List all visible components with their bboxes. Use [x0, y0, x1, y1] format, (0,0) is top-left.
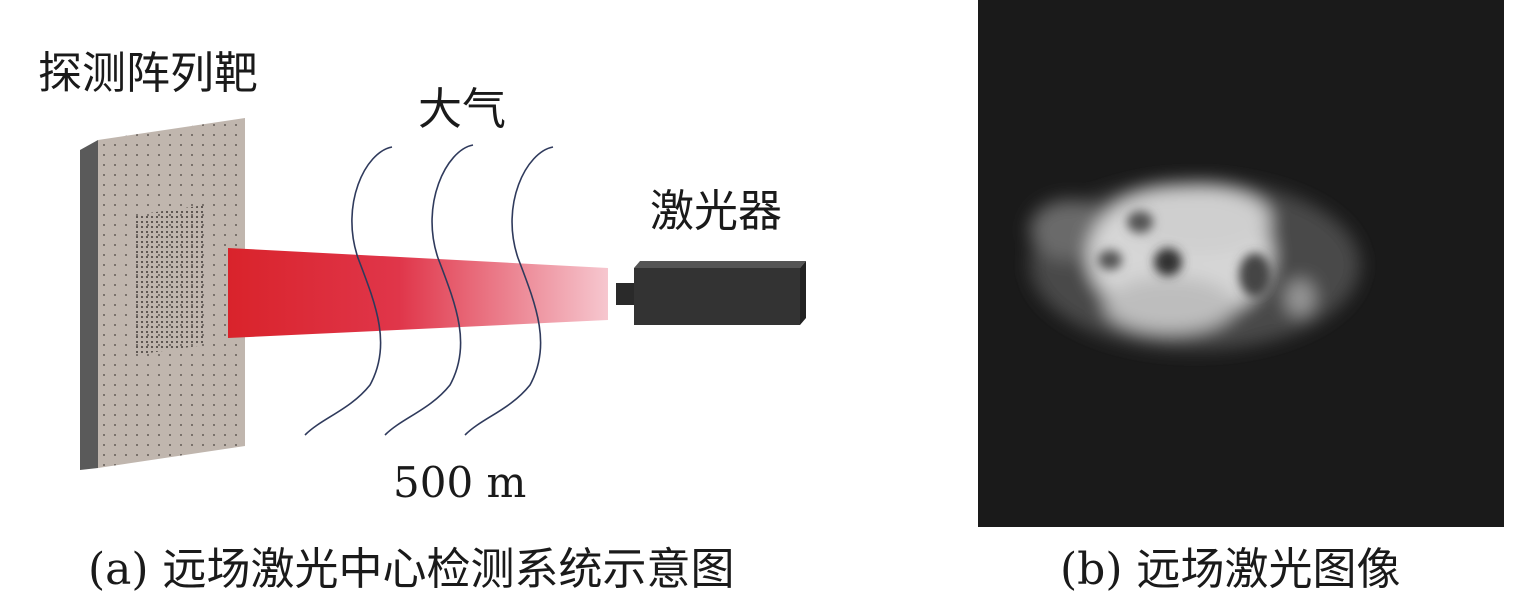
laser-lens — [616, 283, 634, 305]
laser-spot — [1030, 180, 1360, 350]
target-side-face — [80, 140, 98, 470]
laser-beam — [228, 248, 608, 338]
spot-lower-lobe — [1105, 277, 1235, 333]
spot-dark-patches — [1098, 211, 1271, 297]
spot-right-fleck — [1286, 280, 1314, 316]
distance-label: 500 m — [393, 458, 527, 507]
dark-patch-2 — [1154, 248, 1182, 276]
far-field-laser-image — [978, 0, 1504, 527]
atmosphere-label: 大气 — [418, 84, 506, 135]
spot-core-upper — [1130, 186, 1270, 254]
caption-panel-b: (b) 远场激光图像 — [1060, 544, 1401, 595]
laser-body-top — [634, 261, 806, 268]
turbulence-wave-3 — [464, 146, 554, 436]
caption-panel-a: (a) 远场激光中心检测系统示意图 — [88, 544, 735, 595]
turbulence-wave-2 — [384, 144, 474, 436]
target-dense-center — [135, 205, 205, 355]
dark-patch-4 — [1239, 253, 1271, 297]
laser-label: 激光器 — [650, 186, 782, 237]
laser-body-side — [800, 261, 806, 325]
dark-patch-1 — [1127, 211, 1153, 233]
laser-body — [634, 268, 800, 325]
laser-device — [616, 261, 806, 325]
dark-patch-3 — [1098, 250, 1122, 270]
turbulence-wave-1 — [304, 146, 393, 436]
detector-array-target — [80, 118, 245, 470]
detector-target-label: 探测阵列靶 — [38, 48, 258, 99]
atmosphere-waves — [304, 144, 554, 436]
